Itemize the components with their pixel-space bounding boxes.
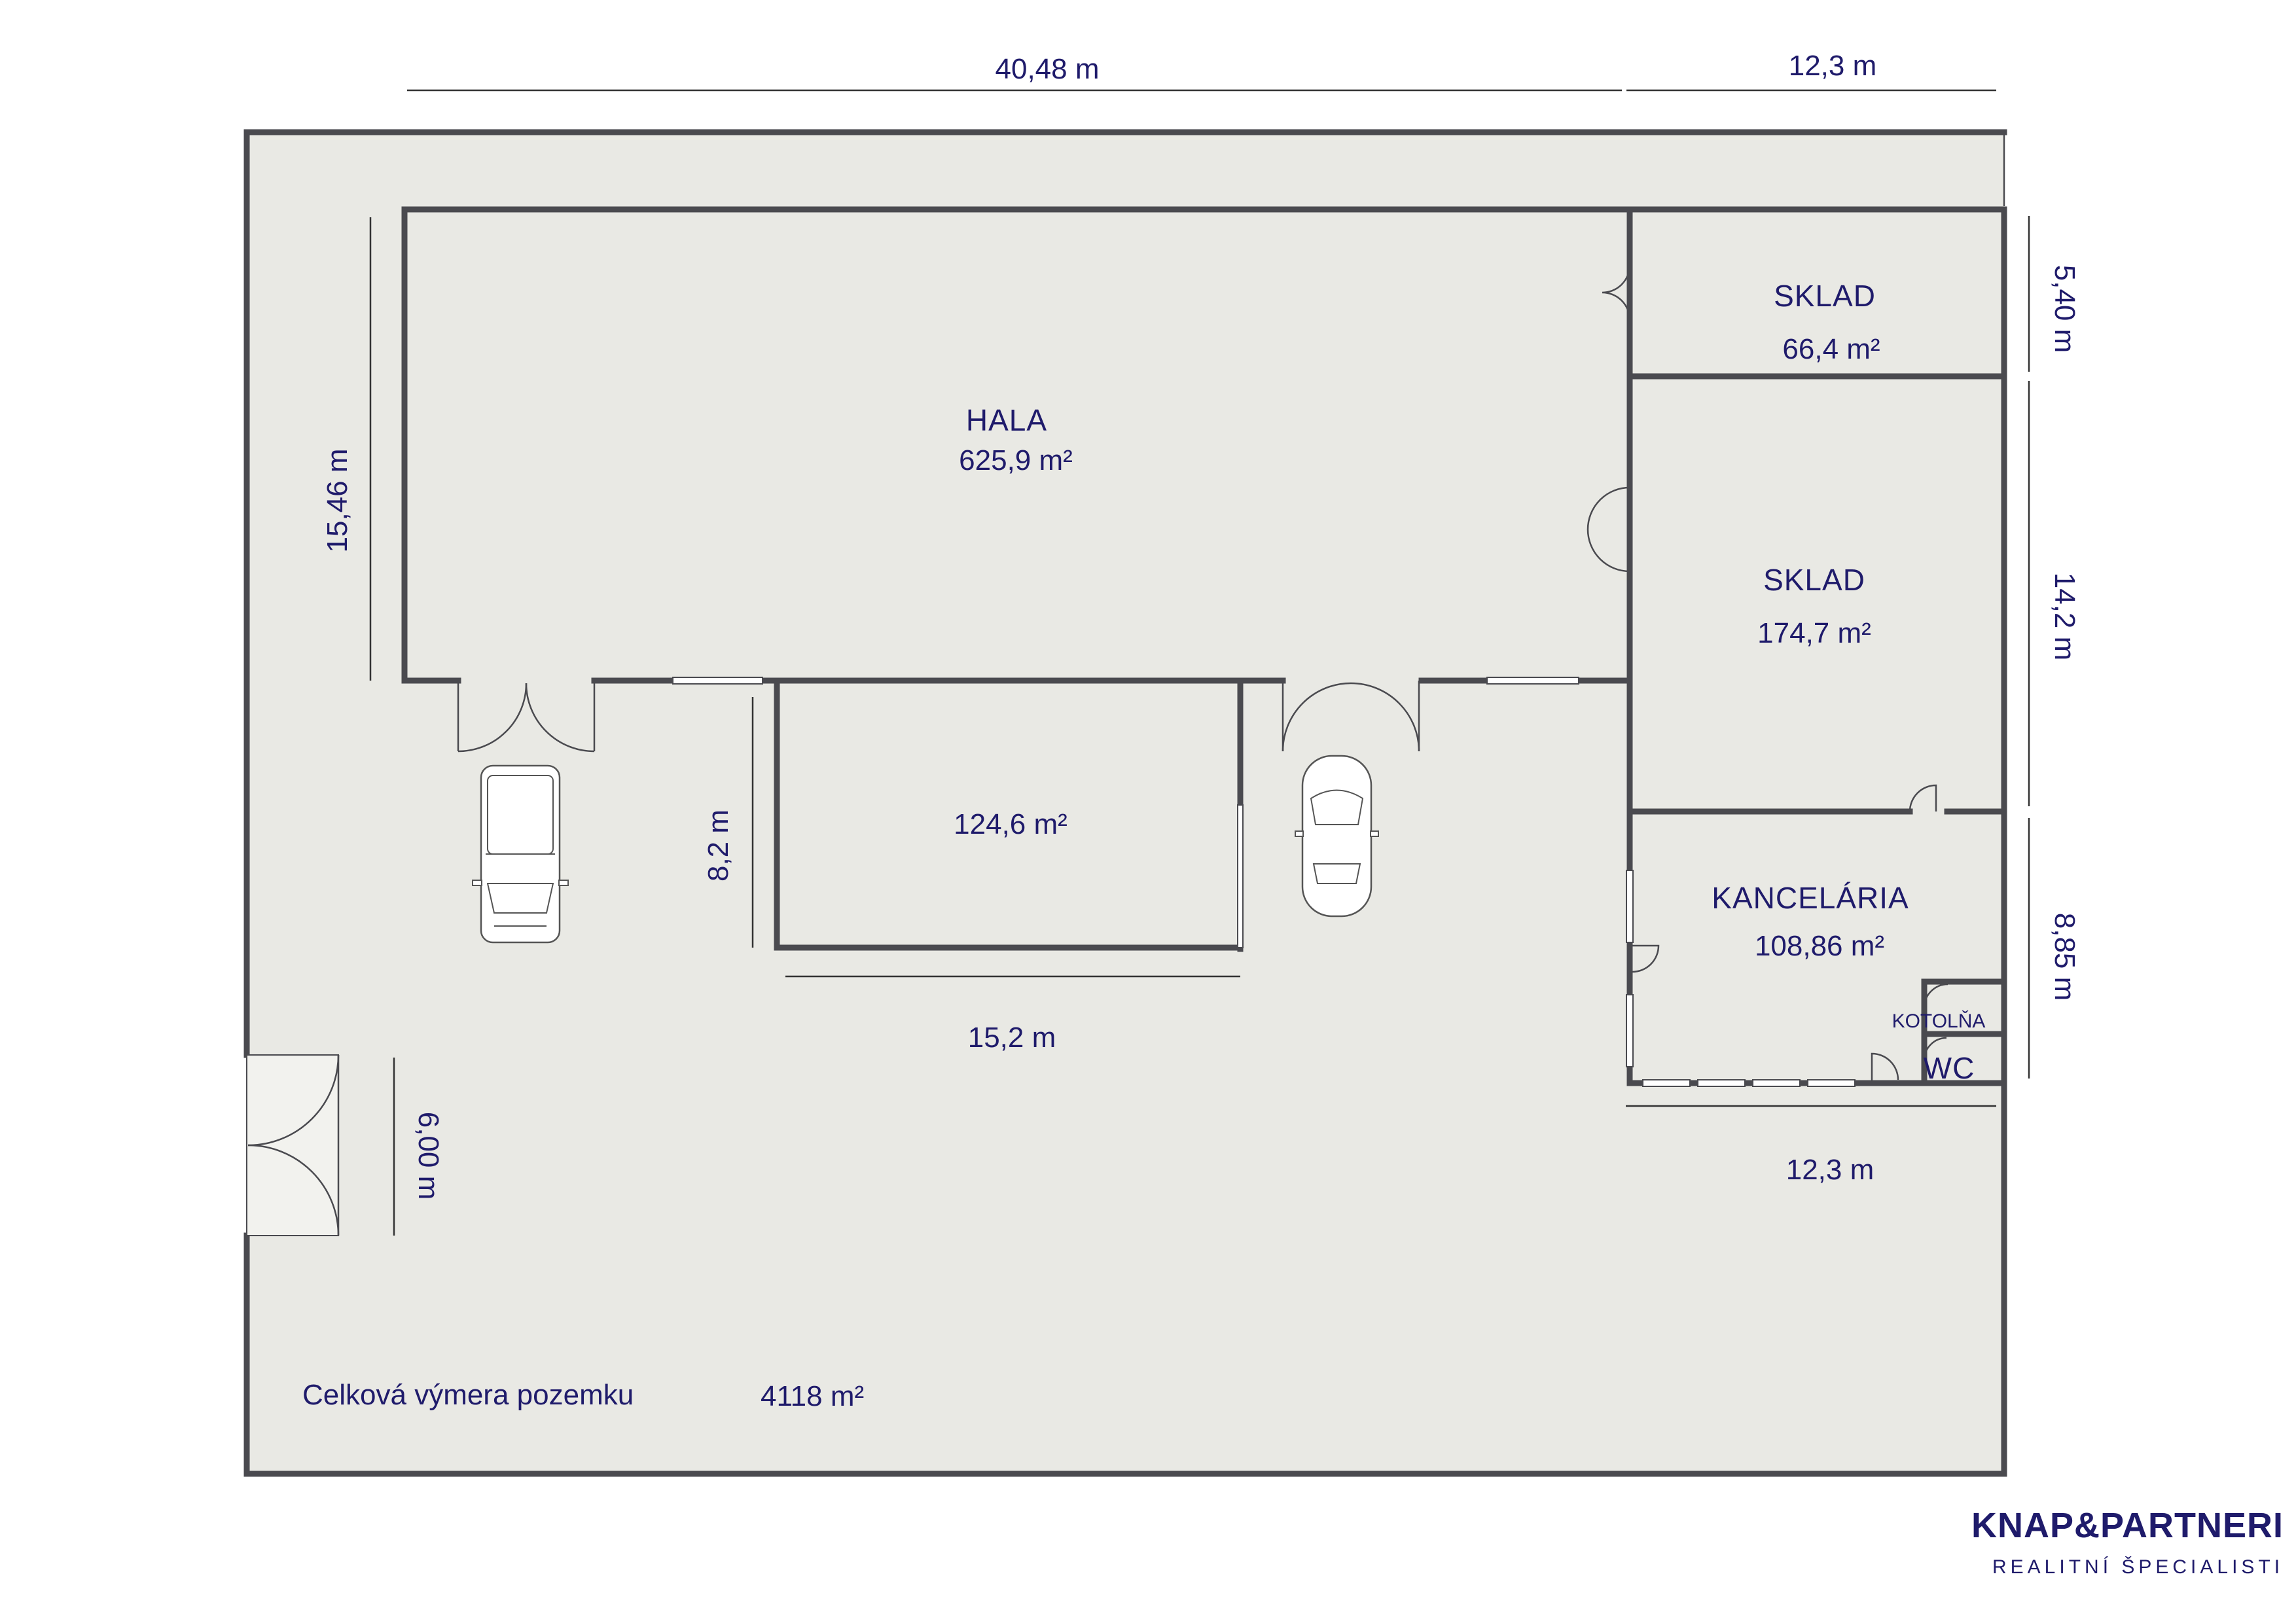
sklad-small-area: 66,4 m²	[1782, 333, 1880, 365]
plot-boundary	[243, 129, 2007, 1058]
wc-name: WC	[1924, 1051, 1975, 1085]
dimension-lines	[369, 89, 2030, 1236]
dim-sklad-small-height: 5,40 m	[2049, 265, 2081, 353]
wc-door	[1923, 1037, 1947, 1061]
dim-bottom-right: 12,3 m	[1786, 1154, 1874, 1186]
kancelaria-door-left	[1632, 944, 1660, 973]
kancelaria-area: 108,86 m²	[1755, 930, 1884, 962]
car-left	[472, 764, 569, 944]
sklad-large-door	[1587, 486, 1630, 573]
hala-walls	[401, 206, 1633, 684]
kancelaria-windows	[1626, 870, 1856, 1087]
plot-area-value: 4118 m²	[761, 1380, 864, 1412]
kancelaria-door-bottom	[1871, 1052, 1899, 1083]
dim-top-left: 40,48 m	[996, 53, 1100, 85]
hala-door-right	[1282, 681, 1420, 752]
car-right	[1295, 755, 1379, 918]
inner-room-area: 124,6 m²	[954, 808, 1067, 840]
brand-tagline: REALITNÍ ŠPECIALISTI	[1992, 1556, 2284, 1578]
dim-kancelaria-height: 8,85 m	[2049, 913, 2081, 1001]
plot-gate	[246, 1054, 340, 1236]
dim-hala-height: 15,46 m	[321, 449, 353, 553]
hala-name: HALA	[966, 403, 1047, 437]
dim-inner-width: 15,2 m	[968, 1022, 1056, 1054]
plot-area-label: Celková výmera pozemku	[302, 1379, 634, 1411]
kotolna-name: KOTOLŇA	[1892, 1010, 1986, 1032]
dim-gate-width: 6,00 m	[412, 1112, 444, 1200]
dim-top-right: 12,3 m	[1789, 50, 1877, 82]
hala-door-left	[457, 681, 596, 753]
sklad-small-name: SKLAD	[1774, 279, 1876, 313]
brand-logo: KNAP&PARTNERI	[1971, 1506, 2284, 1545]
kancelaria-door-top	[1909, 784, 1937, 812]
dim-sklad-large-height: 14,2 m	[2049, 573, 2081, 661]
kancelaria-name: KANCELÁRIA	[1712, 881, 1909, 915]
hala-area: 625,9 m²	[959, 444, 1073, 476]
hala-windows	[672, 677, 1579, 685]
right-wing-walls	[1626, 206, 2007, 1090]
sklad-small-door	[1602, 264, 1631, 321]
dim-inner-height: 8,2 m	[702, 810, 734, 882]
plot-boundary-lower	[243, 1083, 2007, 1477]
sklad-large-name: SKLAD	[1763, 563, 1865, 597]
inner-room-walls	[774, 677, 1244, 952]
kotolna-door	[1923, 983, 1948, 1008]
sklad-large-area: 174,7 m²	[1757, 617, 1871, 649]
